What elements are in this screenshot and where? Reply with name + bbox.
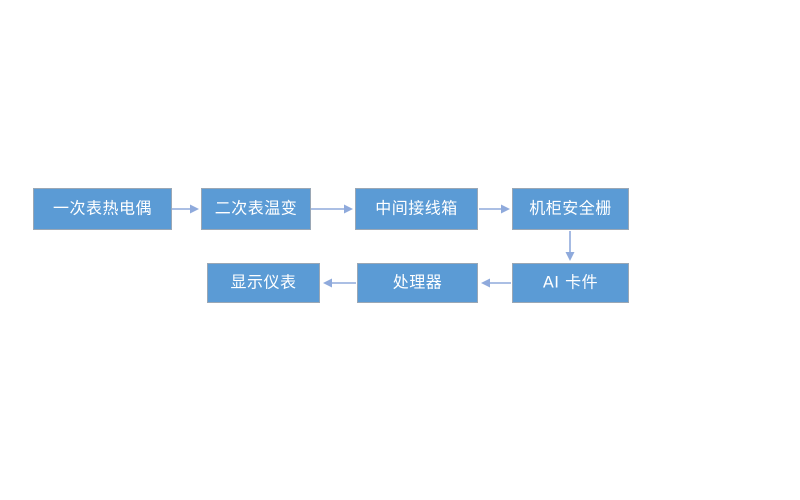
flow-node-label: 中间接线箱 (375, 198, 458, 218)
flow-arrow-e1 (172, 204, 199, 214)
flow-node-label: 机柜安全栅 (529, 198, 612, 218)
flow-arrow-e5 (481, 278, 511, 288)
flow-node-label: 处理器 (392, 272, 443, 292)
flow-arrow-e3 (479, 204, 510, 214)
flow-node-label: 显示仪表 (230, 272, 297, 292)
flow-node-n7[interactable]: 显示仪表 (207, 263, 320, 303)
flow-node-label: 二次表温变 (214, 198, 298, 218)
flow-node-label: 一次表热电偶 (52, 198, 152, 218)
flow-node-n3[interactable]: 中间接线箱 (355, 188, 478, 230)
flow-node-label: AI 卡件 (542, 272, 599, 292)
flow-arrow-e4 (565, 231, 575, 261)
flow-node-n1[interactable]: 一次表热电偶 (33, 188, 172, 230)
flow-arrow-e2 (311, 204, 353, 214)
flow-node-n6[interactable]: 处理器 (357, 263, 478, 303)
flow-node-n5[interactable]: AI 卡件 (512, 263, 629, 303)
flow-node-n4[interactable]: 机柜安全栅 (512, 188, 629, 230)
flow-node-n2[interactable]: 二次表温变 (201, 188, 311, 230)
flow-arrow-e6 (323, 278, 356, 288)
